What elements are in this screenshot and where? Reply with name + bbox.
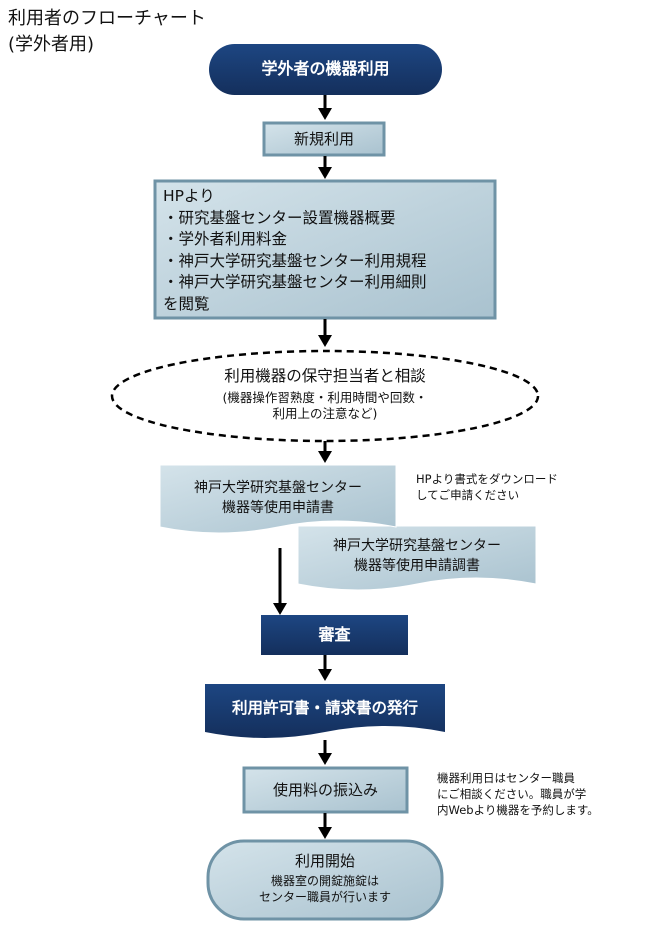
- page-title: 利用者のフローチャート (学外者用): [8, 6, 206, 58]
- document-shape-2: [297, 525, 537, 591]
- start-terminator: [209, 44, 442, 95]
- consult-sub-label-1: (機器操作習熟度・利用時間や回数・: [222, 390, 428, 405]
- page-title-line2: (学外者用): [8, 34, 95, 55]
- page-title-line1: 利用者のフローチャート: [8, 8, 206, 29]
- end-sub-label-2: センター職員が行います: [258, 890, 391, 904]
- arrow-hp-to-consult: [318, 319, 332, 347]
- payment-note-line1: 機器利用日はセンター職員: [437, 771, 575, 785]
- arrow-new-to-hp: [318, 156, 332, 179]
- arrow-doc-to-review: [273, 548, 287, 615]
- consult-sub-label-2: 利用上の注意など): [272, 406, 378, 421]
- hp-item-2: ・学外者利用料金: [163, 230, 288, 248]
- doc1-line1: 神戸大学研究基盤センター: [194, 480, 362, 496]
- doc-note: HPより書式をダウンロード してご申請ください: [416, 471, 558, 503]
- consult-ellipse: [110, 349, 540, 443]
- document-shape-1: [159, 464, 397, 534]
- hp-heading: HPより: [163, 187, 215, 205]
- arrow-review-to-issue: [318, 655, 332, 681]
- start-label: 学外者の機器利用: [261, 59, 390, 78]
- new-use-label: 新規利用: [293, 130, 354, 148]
- payment-note-line2: にご相談ください。職員が学: [437, 787, 587, 801]
- doc-note-line1: HPより書式をダウンロード: [416, 472, 558, 486]
- arrow-payment-to-end: [318, 813, 332, 839]
- hp-text-block: HPより ・研究基盤センター設置機器概要 ・学外者利用料金 ・神戸大学研究基盤セ…: [163, 186, 493, 315]
- arrow-start-to-new: [318, 95, 332, 120]
- hp-item-4: ・神戸大学研究基盤センター利用細則: [163, 273, 427, 291]
- doc-note-line2: してご申請ください: [416, 488, 520, 502]
- hp-item-1: ・研究基盤センター設置機器概要: [163, 208, 396, 227]
- hp-footer: を閲覧: [163, 294, 210, 313]
- payment-box: [242, 766, 409, 814]
- doc2-line2: 機器等使用申請調書: [354, 558, 480, 574]
- end-main-label: 利用開始: [294, 852, 355, 870]
- issue-document-shape: [205, 684, 445, 738]
- arrow-consult-to-doc: [318, 441, 332, 463]
- doc2-line1: 神戸大学研究基盤センター: [333, 538, 501, 554]
- issue-label: 利用許可書・請求書の発行: [231, 699, 418, 717]
- new-use-box: [262, 121, 386, 157]
- doc1-line2: 機器等使用申請書: [222, 500, 334, 516]
- consult-main-label: 利用機器の保守担当者と相談: [224, 367, 426, 385]
- arrow-issue-to-payment: [318, 740, 332, 765]
- hp-item-3: ・神戸大学研究基盤センター利用規程: [163, 251, 427, 270]
- payment-note: 機器利用日はセンター職員 にご相談ください。職員が学 内Webより機器を予約しま…: [437, 770, 599, 818]
- end-terminator: [206, 839, 444, 921]
- review-label: 審査: [318, 625, 351, 644]
- review-box: [261, 615, 408, 655]
- end-sub-label-1: 機器室の開錠施錠は: [270, 874, 379, 888]
- payment-note-line3: 内Webより機器を予約します。: [437, 803, 599, 817]
- payment-label: 使用料の振込み: [272, 781, 378, 799]
- hp-box: [153, 179, 497, 320]
